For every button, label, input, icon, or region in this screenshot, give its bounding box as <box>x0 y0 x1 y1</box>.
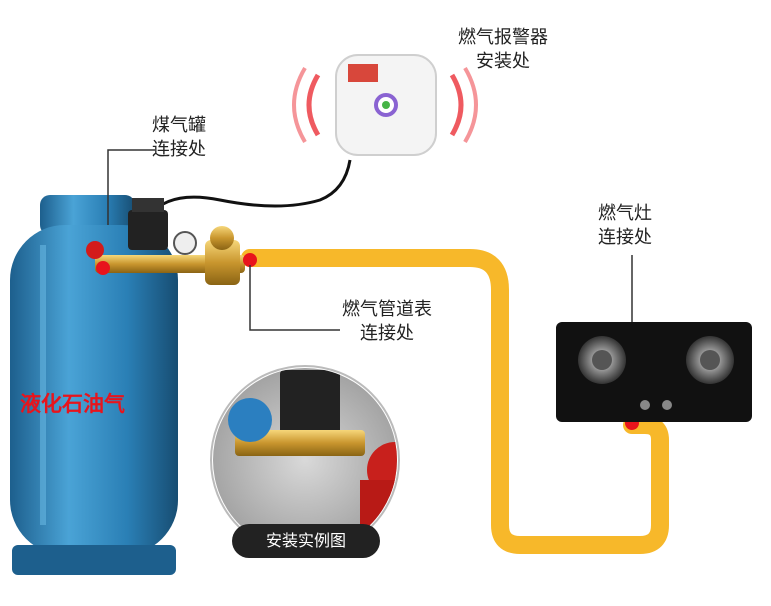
stove-connection-label: 燃气灶 连接处 <box>598 203 652 248</box>
meter-connection-label: 燃气管道表 连接处 <box>342 299 432 344</box>
tank-connection-marker <box>96 261 110 275</box>
meter-connection-marker <box>243 253 257 267</box>
lpg-tank <box>10 195 178 575</box>
gas-hose <box>241 249 669 554</box>
installation-example-photo <box>210 365 400 555</box>
tank-leader-line <box>107 149 155 225</box>
tank-connection-label: 煤气罐 连接处 <box>152 115 206 160</box>
gas-stove <box>556 322 752 422</box>
valve-assembly <box>86 198 245 285</box>
meter-leader-line <box>249 265 340 331</box>
alarm-install-label: 燃气报警器 安装处 <box>458 27 548 72</box>
example-badge: 安装实例图 <box>232 524 380 558</box>
lpg-label: 液化石油气 <box>20 392 125 416</box>
gas-alarm-device <box>292 54 478 156</box>
alarm-cable <box>148 159 352 216</box>
